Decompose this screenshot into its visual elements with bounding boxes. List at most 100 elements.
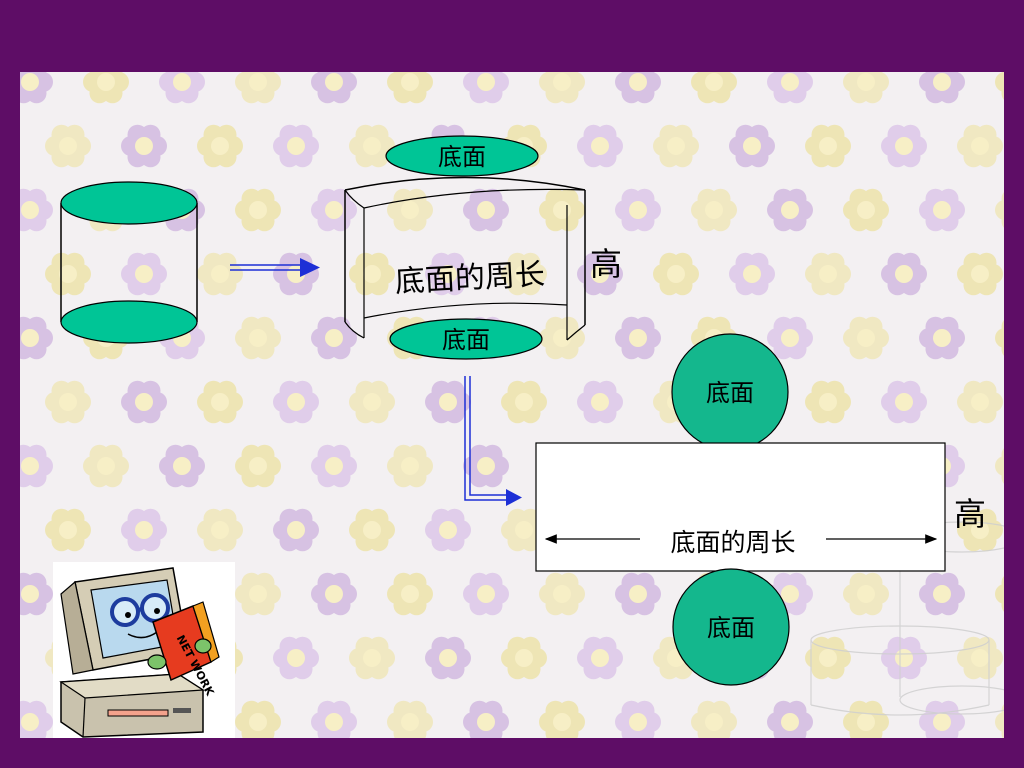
flower-decoration: [463, 444, 509, 488]
flower-decoration: [311, 72, 357, 104]
flower-decoration: [235, 316, 281, 360]
cylinder-bottom-ellipse: [60, 300, 198, 344]
flower-decoration: [273, 124, 319, 168]
height-label-1: 高: [590, 245, 622, 283]
flower-decoration: [615, 572, 661, 616]
flower-decoration: [387, 572, 433, 616]
flower-decoration: [843, 572, 889, 616]
flower-decoration: [273, 636, 319, 680]
flower-decoration: [805, 380, 851, 424]
flower-decoration: [843, 72, 889, 104]
flower-decoration: [463, 72, 509, 104]
flower-decoration: [425, 508, 471, 552]
flower-decoration: [957, 124, 1003, 168]
flower-decoration: [957, 508, 1003, 552]
lateral-perimeter-label: 底面的周长: [394, 257, 546, 300]
flower-decoration: [387, 72, 433, 104]
slide-area: 底面 底面的周长 底面 高 底面 底面的周长 高 底面: [20, 72, 1004, 738]
flower-decoration: [919, 700, 965, 738]
flower-decoration: [843, 700, 889, 738]
bottom-base-label: 底面: [442, 326, 490, 354]
flower-decoration: [995, 72, 1004, 100]
flower-decoration: [501, 508, 547, 552]
flower-decoration: [995, 448, 1004, 484]
cylinder-net-diagram: 底面 底面的周长 底面 高 底面 底面的周长 高 底面: [60, 135, 1004, 716]
top-base-ellipse: [385, 135, 539, 177]
flower-decoration: [577, 636, 623, 680]
top-base-label: 底面: [438, 143, 486, 171]
flower-decoration: [691, 72, 737, 104]
flower-decoration: [767, 188, 813, 232]
flower-decoration: [805, 124, 851, 168]
arrow-right-icon: [230, 258, 320, 277]
flower-decoration: [577, 124, 623, 168]
flower-decoration: [463, 188, 509, 232]
flower-decoration: [45, 508, 91, 552]
flower-decoration: [615, 72, 661, 104]
flower-decoration: [957, 380, 1003, 424]
flower-decoration: [121, 508, 167, 552]
flower-decoration: [653, 252, 699, 296]
flower-decoration: [881, 124, 927, 168]
flower-decoration: [881, 252, 927, 296]
height-label-2: 高: [954, 495, 986, 533]
flower-decoration: [919, 572, 965, 616]
lateral-surface-scroll: [344, 176, 586, 341]
flower-decoration: [121, 124, 167, 168]
flower-decoration: [159, 444, 205, 488]
flower-decoration: [767, 316, 813, 360]
flower-decoration: [463, 700, 509, 738]
flower-decoration: [311, 572, 357, 616]
flower-decoration: [45, 380, 91, 424]
flower-decoration: [691, 188, 737, 232]
net-top-circle-label: 底面: [706, 379, 754, 407]
net-bottom-circle-label: 底面: [707, 614, 755, 642]
flower-decoration: [615, 700, 661, 738]
flower-decoration: [83, 72, 129, 104]
flower-decoration: [349, 636, 395, 680]
flower-decoration: [159, 72, 205, 104]
flower-decoration: [881, 380, 927, 424]
flower-decoration: [805, 636, 851, 680]
flower-decoration: [767, 72, 813, 104]
flower-decoration: [995, 320, 1004, 356]
flower-decoration: [20, 72, 53, 104]
flower-decoration: [539, 572, 585, 616]
flower-decoration: [121, 380, 167, 424]
flower-decoration: [653, 124, 699, 168]
flower-decoration: [881, 636, 927, 680]
flower-decoration: [349, 508, 395, 552]
flower-decoration: [45, 252, 91, 296]
flower-decoration: [425, 636, 471, 680]
flower-decoration: [539, 700, 585, 738]
flower-decoration: [539, 316, 585, 360]
flower-decoration: [957, 636, 1003, 680]
flower-decoration: [919, 188, 965, 232]
flower-decoration: [501, 636, 547, 680]
flower-decoration: [349, 380, 395, 424]
lateral-rectangle: [535, 442, 946, 572]
flower-decoration: [197, 508, 243, 552]
flower-decoration: [615, 188, 661, 232]
flower-decoration: [463, 572, 509, 616]
flower-decoration: [387, 700, 433, 738]
flower-decoration: [425, 252, 471, 296]
flower-decoration: [843, 188, 889, 232]
flower-decoration: [273, 380, 319, 424]
flower-decoration: [729, 124, 775, 168]
flower-decoration: [273, 508, 319, 552]
flower-decoration: [615, 316, 661, 360]
flower-decoration: [45, 124, 91, 168]
flower-decoration: [729, 252, 775, 296]
flower-decoration: [349, 124, 395, 168]
flower-decoration: [83, 444, 129, 488]
flower-decoration: [425, 380, 471, 424]
flower-decoration: [501, 380, 547, 424]
flower-decoration: [919, 72, 965, 104]
flower-decoration: [20, 188, 53, 232]
flower-decoration: [539, 72, 585, 104]
flower-decoration: [197, 124, 243, 168]
flower-decoration: [197, 252, 243, 296]
flower-decoration: [311, 444, 357, 488]
net-bottom-circle: [672, 568, 790, 686]
